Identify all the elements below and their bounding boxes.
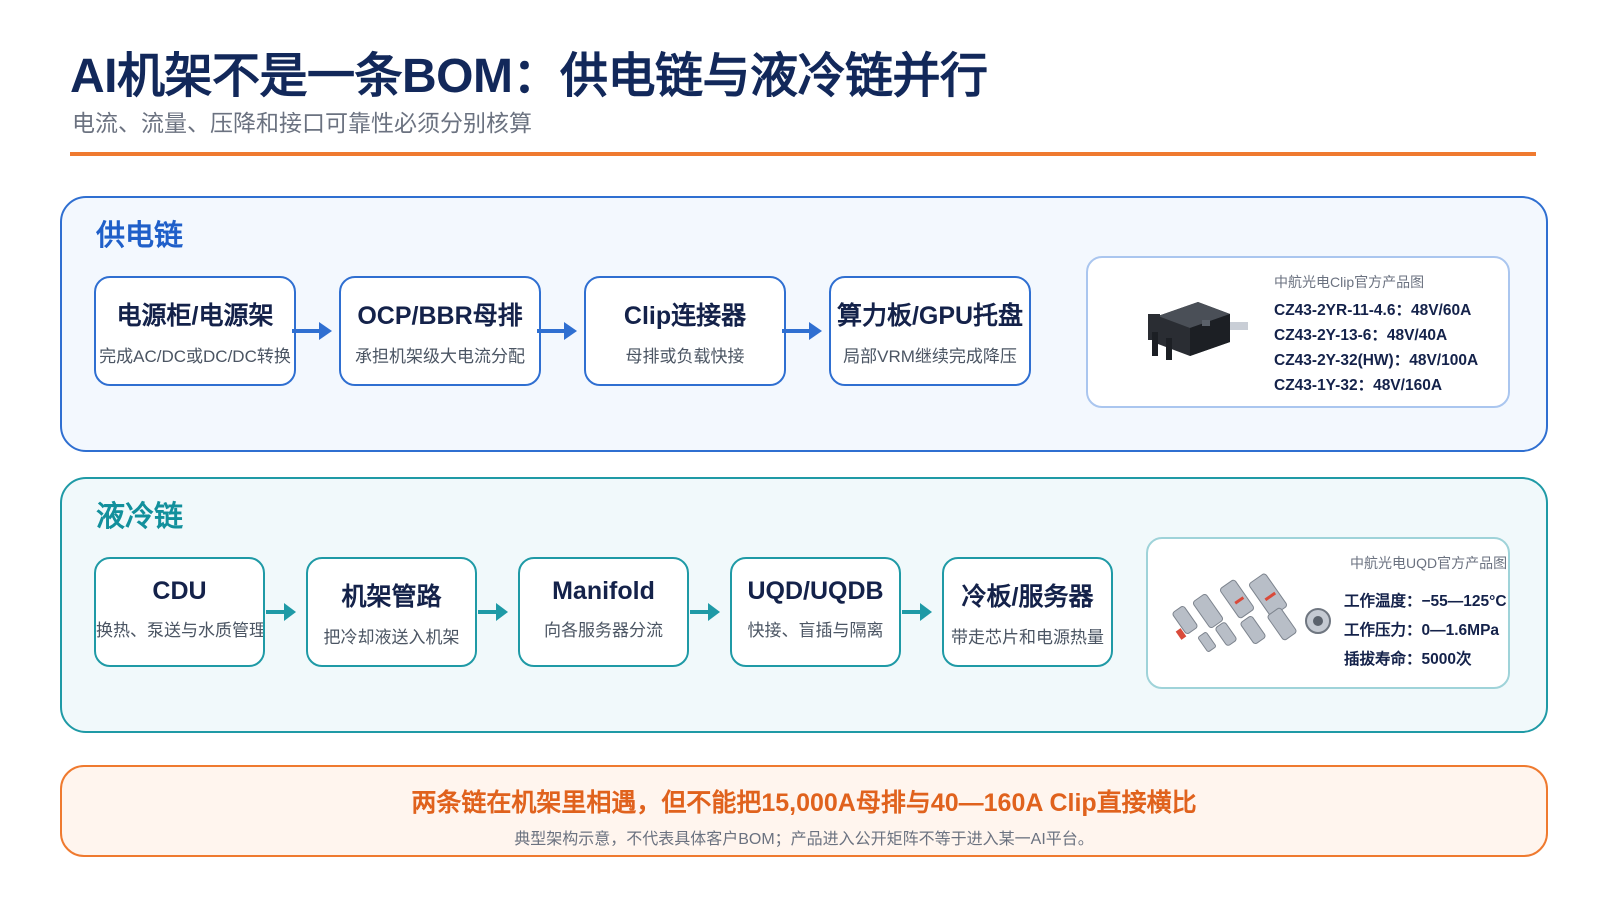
power-step-title: 算力板/GPU托盘	[836, 302, 1024, 330]
uqd-spec-line: 工作压力：0—1.6MPa	[1344, 622, 1500, 639]
clip-spec-line: CZ43-1Y-32：48V/160A	[1274, 377, 1443, 394]
cooling-chain-title: 液冷链	[96, 501, 184, 533]
power-step-title: Clip连接器	[623, 302, 747, 330]
power-step-title: 电源柜/电源架	[116, 302, 274, 330]
page-title: AI机架不是一条BOM：供电链与液冷链并行	[70, 50, 988, 103]
arrow-right-icon	[537, 322, 577, 340]
cooling-step-desc: 把冷却液送入机架	[323, 628, 460, 647]
cooling-step-desc: 向各服务器分流	[544, 621, 663, 640]
arrow-right-icon	[478, 603, 508, 621]
power-step-desc: 局部VRM继续完成降压	[843, 347, 1017, 366]
cooling-step-desc: 换热、泵送与水质管理	[96, 621, 265, 640]
power-step-title: OCP/BBR母排	[357, 302, 523, 330]
page-subtitle: 电流、流量、压降和接口可靠性必须分别核算	[72, 110, 532, 136]
banner-title: 两条链在机架里相遇，但不能把15,000A母排与40—160A Clip直接横比	[411, 789, 1197, 817]
clip-spec-line: CZ43-2YR-11-4.6：48V/60A	[1274, 302, 1472, 319]
cooling-step-cdu: CDU 换热、泵送与水质管理	[94, 557, 265, 667]
clip-spec-line: CZ43-2Y-32(HW)：48V/100A	[1274, 352, 1479, 369]
arrow-right-icon	[266, 603, 296, 621]
power-step-desc: 承担机架级大电流分配	[355, 347, 525, 366]
arrow-right-icon	[292, 322, 332, 340]
title-divider	[70, 152, 1536, 156]
cooling-step-title: UQD/UQDB	[747, 577, 884, 605]
power-step-busbar: OCP/BBR母排 承担机架级大电流分配	[339, 276, 541, 386]
power-step-desc: 母排或负载快接	[625, 347, 745, 366]
uqd-product-card: 中航光电UQD官方产品图 工作温度：−55—125°C 工作压力：0—1.6MP…	[1146, 537, 1510, 689]
cooling-step-cold-plate: 冷板/服务器 带走芯片和电源热量	[942, 557, 1113, 667]
cooling-step-uqd: UQD/UQDB 快接、盲插与隔离	[730, 557, 901, 667]
uqd-product-caption: 中航光电UQD官方产品图	[1350, 555, 1508, 571]
arrow-right-icon	[782, 322, 822, 340]
uqd-connectors-photo-icon	[1172, 573, 1331, 652]
cooling-step-rack-piping: 机架管路 把冷却液送入机架	[306, 557, 477, 667]
clip-spec-line: CZ43-2Y-13-6：48V/40A	[1274, 327, 1448, 344]
arrow-right-icon	[902, 603, 932, 621]
cooling-step-title: Manifold	[552, 577, 655, 605]
clip-product-card: 中航光电Clip官方产品图 CZ43-2YR-11-4.6：48V/60A CZ…	[1086, 256, 1510, 408]
uqd-spec-line: 工作温度：−55—125°C	[1344, 593, 1507, 610]
power-step-cabinet: 电源柜/电源架 完成AC/DC或DC/DC转换	[94, 276, 296, 386]
power-step-desc: 完成AC/DC或DC/DC转换	[99, 347, 291, 366]
conclusion-banner: 两条链在机架里相遇，但不能把15,000A母排与40—160A Clip直接横比…	[60, 765, 1548, 857]
uqd-spec-line: 插拔寿命：5000次	[1344, 651, 1472, 668]
power-step-gpu-tray: 算力板/GPU托盘 局部VRM继续完成降压	[829, 276, 1031, 386]
clip-product-caption: 中航光电Clip官方产品图	[1274, 274, 1425, 290]
cooling-step-title: 冷板/服务器	[961, 583, 1094, 611]
power-chain-panel: 供电链 电源柜/电源架 完成AC/DC或DC/DC转换 OCP/BBR母排 承担…	[60, 196, 1548, 452]
clip-connector-photo-icon	[1148, 302, 1248, 360]
cooling-step-desc: 带走芯片和电源热量	[951, 628, 1104, 647]
power-chain-title: 供电链	[96, 220, 184, 252]
cooling-chain-panel: 液冷链 CDU 换热、泵送与水质管理 机架管路 把冷却液送入机架 Manifol…	[60, 477, 1548, 733]
cooling-step-title: 机架管路	[341, 583, 442, 611]
power-step-clip: Clip连接器 母排或负载快接	[584, 276, 786, 386]
cooling-step-title: CDU	[152, 577, 207, 605]
cooling-step-manifold: Manifold 向各服务器分流	[518, 557, 689, 667]
banner-note: 典型架构示意，不代表具体客户BOM；产品进入公开矩阵不等于进入某一AI平台。	[514, 831, 1094, 848]
cooling-step-desc: 快接、盲插与隔离	[747, 621, 884, 640]
arrow-right-icon	[690, 603, 720, 621]
